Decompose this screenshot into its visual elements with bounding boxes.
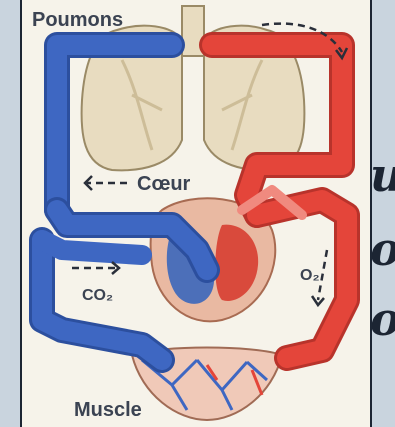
lungs-label: Poumons (32, 9, 123, 31)
muscle-label: Muscle (74, 399, 142, 421)
heart-label: Cœur (137, 173, 191, 195)
slide-text-fragment: u (370, 148, 395, 202)
slide-text-fragment: o (370, 292, 395, 346)
circulation-diagram: Poumons Cœur CO₂ O₂ Muscle (20, 0, 372, 427)
co2-label: CO₂ (82, 287, 113, 304)
slide-text-fragment: o (370, 222, 395, 276)
o2-label: O₂ (300, 267, 320, 284)
circulation-illustration: Poumons Cœur CO₂ O₂ Muscle (22, 0, 370, 427)
